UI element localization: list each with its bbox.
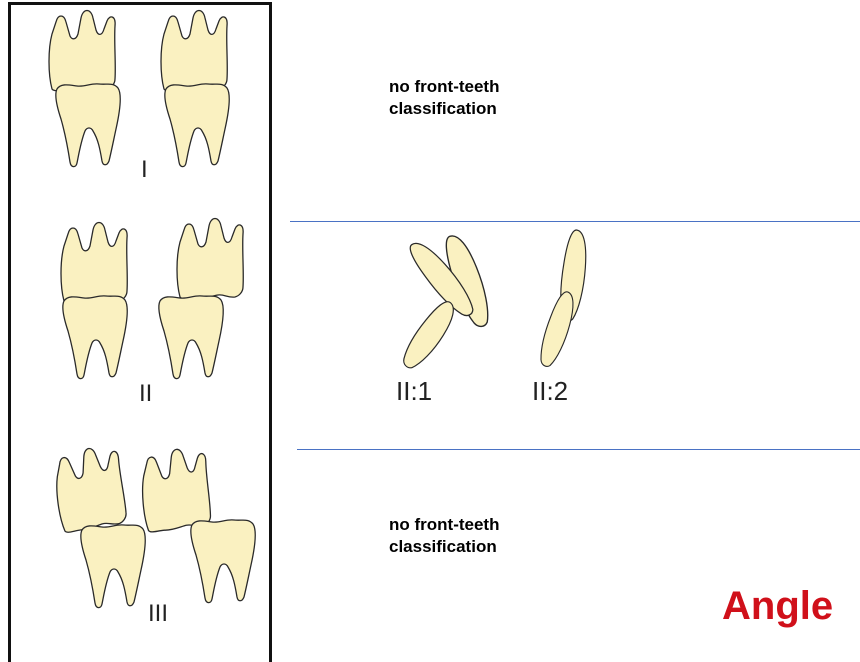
- class-iii-left-teeth: [51, 445, 145, 608]
- subtype-ii-2-label: II:2: [532, 376, 568, 407]
- front-teeth-ii-2: [537, 229, 588, 369]
- class-iii-label: III: [148, 600, 168, 628]
- class-ii-right-teeth: [159, 219, 244, 379]
- class-i-left-teeth: [49, 11, 120, 167]
- class-ii-label: II: [139, 380, 152, 408]
- class-ii-left-teeth: [61, 223, 127, 379]
- angle-brand-label: Angle: [722, 584, 833, 629]
- class-i-right-teeth: [161, 11, 229, 167]
- front-teeth-ii-1: [399, 231, 498, 374]
- class-iii-front-teeth-note: no front-teeth classification: [389, 514, 499, 558]
- class-i-label: I: [141, 156, 148, 184]
- class-iii-right-teeth: [139, 447, 255, 603]
- subtype-ii-1-label: II:1: [396, 376, 432, 407]
- class-i-front-teeth-note: no front-teeth classification: [389, 76, 499, 120]
